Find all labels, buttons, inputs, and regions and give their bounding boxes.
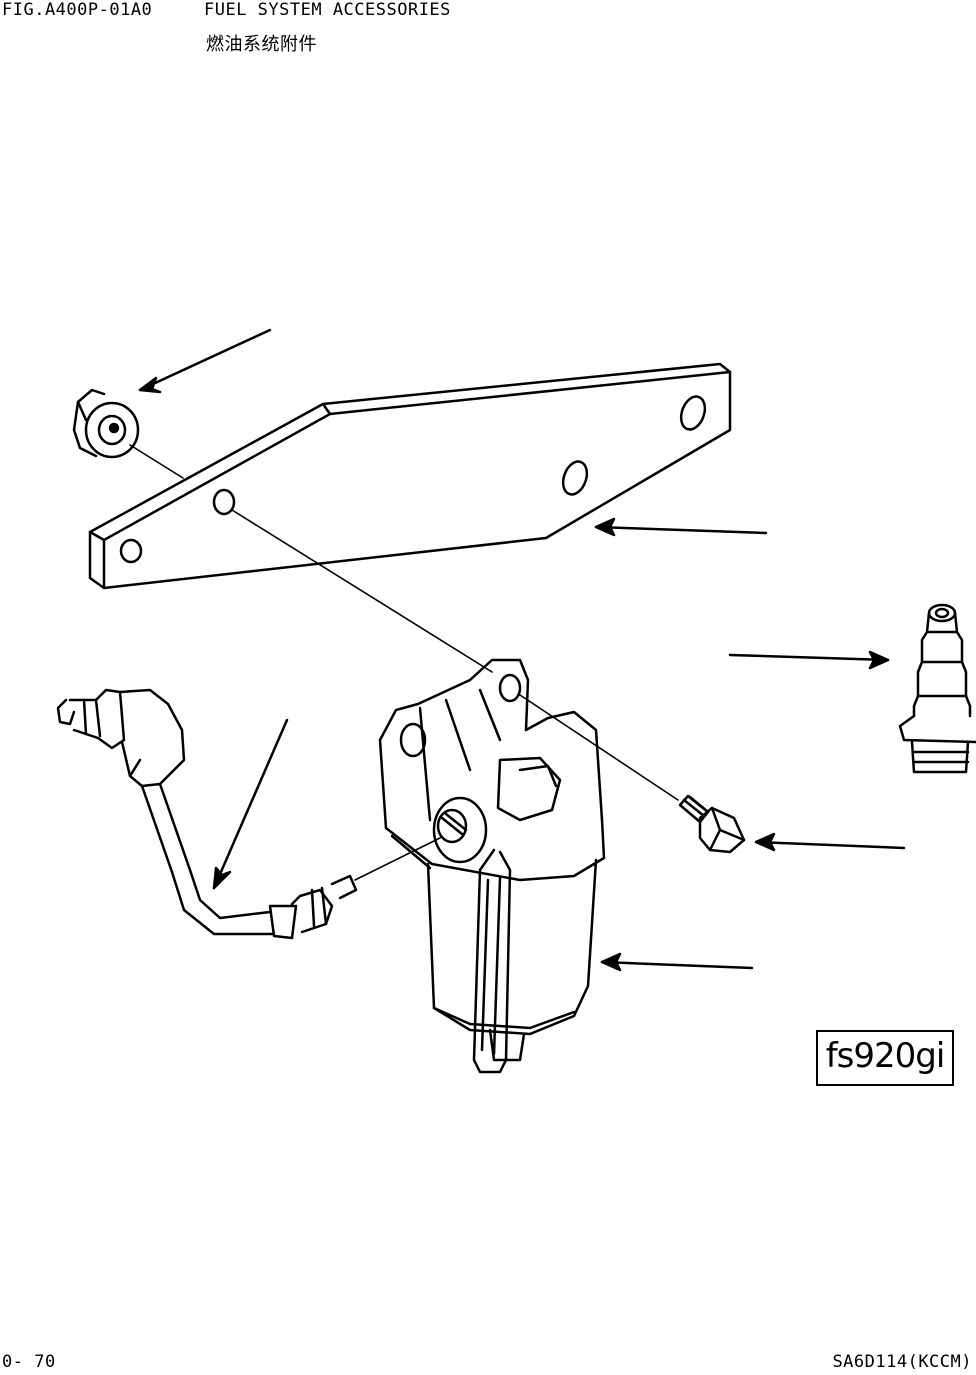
figure-title-chinese: 燃油系统附件 xyxy=(206,34,317,55)
figure-title-english: FUEL SYSTEM ACCESSORIES xyxy=(204,0,451,20)
bolt-part xyxy=(678,794,746,854)
nut-part xyxy=(72,388,140,459)
leader-bracket xyxy=(231,509,493,673)
reference-code-label: fs920gi xyxy=(825,1036,946,1076)
engine-model: SA6D114(KCCM) xyxy=(832,1352,972,1372)
reference-code-box: fs920gi xyxy=(816,1030,954,1086)
leader-tube xyxy=(354,837,441,881)
fuel-filter-part xyxy=(378,658,606,1074)
leader-nut xyxy=(129,444,184,479)
bracket-part xyxy=(88,362,732,590)
figure-code: FIG.A400P-01A0 xyxy=(2,0,153,20)
callout-arrows xyxy=(138,328,906,972)
hose-fitting-part xyxy=(898,603,976,774)
fuel-tube-part xyxy=(56,688,358,940)
leader-bolt xyxy=(519,694,679,801)
page-number: 0- 70 xyxy=(2,1352,56,1372)
